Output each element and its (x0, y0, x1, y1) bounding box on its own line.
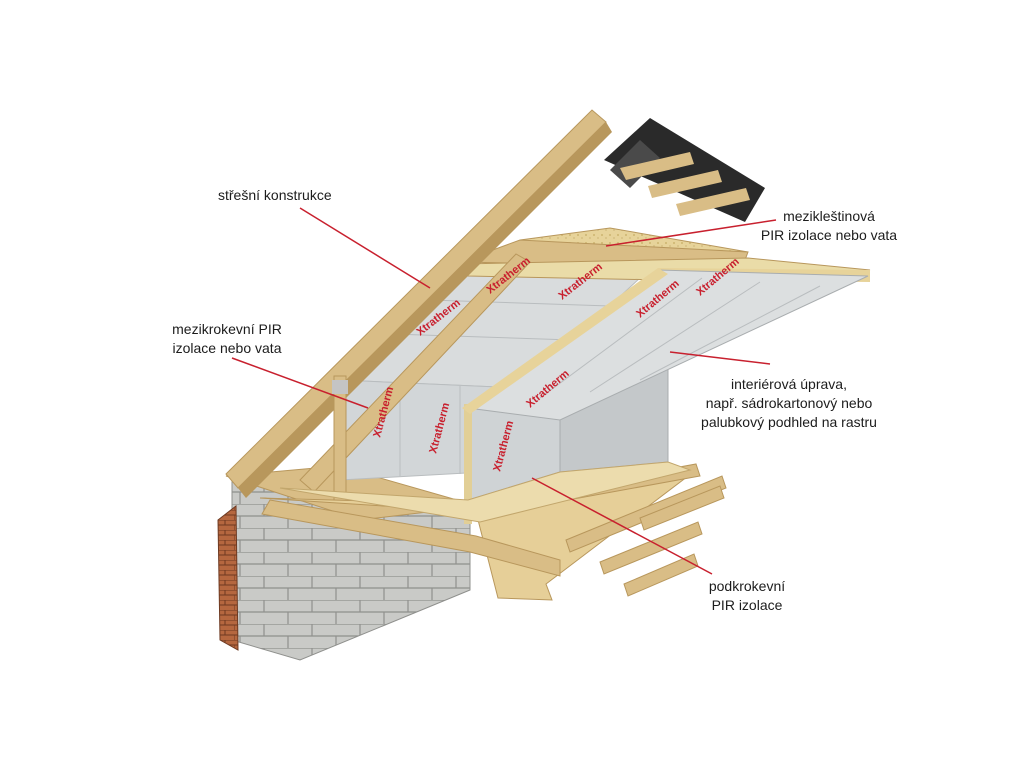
label-interior-finish-line-1: interiérová úprava, (731, 376, 847, 392)
label-interior-finish: interiérová úprava, např. sádrokartonový… (684, 375, 894, 432)
label-roof-structure-line-1: střešní konstrukce (218, 187, 332, 203)
leader-lines (231, 207, 777, 575)
label-interior-finish-line-2: např. sádrokartonový nebo (705, 395, 873, 411)
leader-line-interior-finish (669, 351, 771, 365)
leader-line-under-rafter-insulation (531, 477, 713, 575)
brick-facing (217, 504, 239, 651)
label-rafter-insulation-line-2: izolace nebo vata (172, 340, 282, 356)
front-beam (261, 499, 561, 577)
label-interior-finish-line-3: palubkový podhled na rastru (701, 414, 877, 430)
label-under-rafter-insulation-line-1: podkrokevní (708, 578, 786, 594)
label-under-rafter-insulation-line-2: PIR izolace (711, 597, 783, 613)
leader-line-collar-insulation (605, 219, 777, 247)
label-collar-insulation: mezikleštinová PIR izolace nebo vata (754, 207, 904, 245)
label-roof-structure: střešní konstrukce (218, 186, 332, 205)
label-collar-insulation-line-1: mezikleštinová (783, 208, 875, 224)
floor-boards (279, 461, 692, 523)
label-collar-insulation-line-2: PIR izolace nebo vata (760, 227, 898, 243)
roof-battens (620, 152, 750, 216)
rafter-main (225, 109, 612, 498)
stud-post (332, 375, 348, 503)
label-under-rafter-insulation: podkrokevní PIR izolace (692, 577, 802, 615)
label-rafter-insulation: mezikrokevní PIR izolace nebo vata (152, 320, 302, 358)
sloped-interior-panel (462, 268, 869, 421)
leader-line-roof-structure (299, 207, 431, 289)
label-rafter-insulation-line-1: mezikrokevní PIR (172, 321, 282, 337)
leader-line-rafter-insulation (231, 357, 369, 409)
